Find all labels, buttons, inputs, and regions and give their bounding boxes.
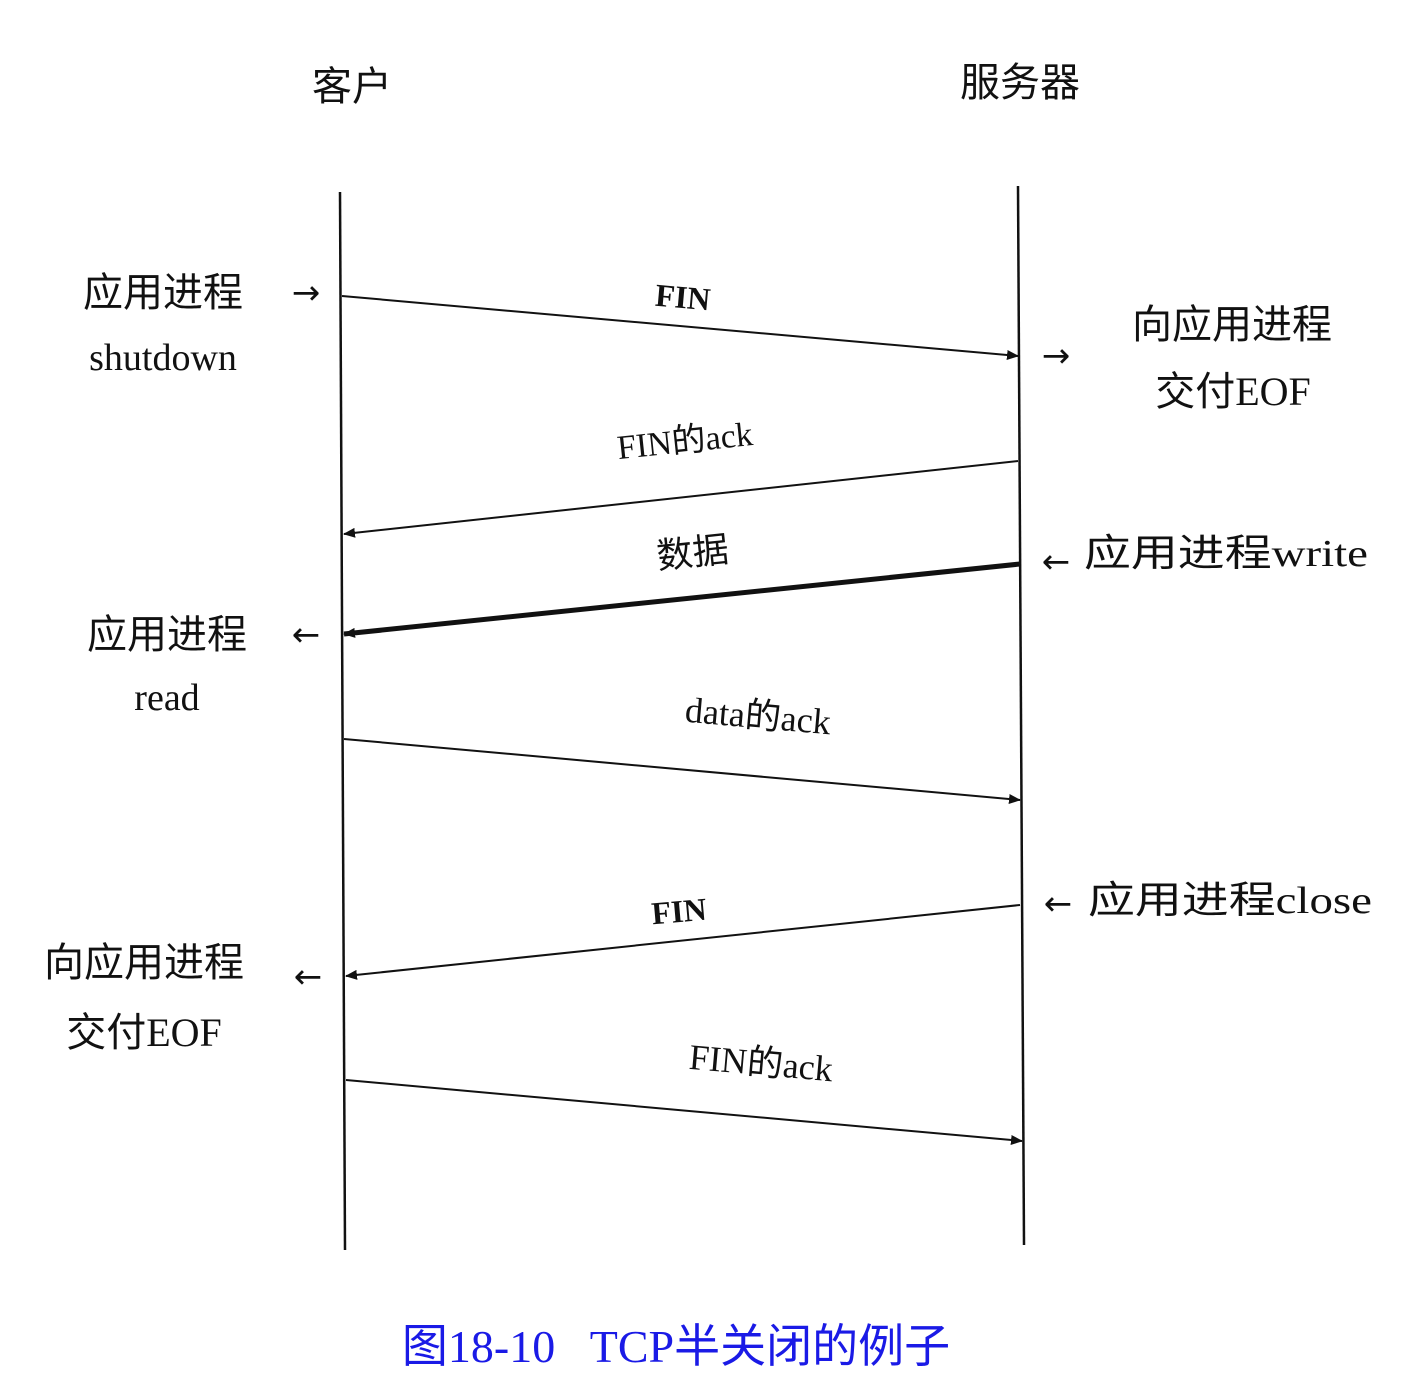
message-arrow-fin-ack-server [343,460,1019,538]
left-note-read-line1: 应用进程 [87,612,247,658]
right-arrow-left-2: ← [1044,884,1073,924]
client-header: 客户 [312,64,392,110]
right-note-eof-line1: 向应用进程 [1132,302,1332,348]
left-note-eof-line2: 交付EOF [66,1010,222,1055]
message-label-fin-ack-client: FIN的ack [688,1037,835,1089]
message-arrow-data-ack [343,738,1021,804]
left-note-shutdown-line1: 应用进程 [83,270,243,316]
left-arrow-left-2: ← [294,957,323,997]
message-arrow-fin-ack-client [345,1079,1023,1145]
left-note-eof-line1: 向应用进程 [44,940,244,986]
message-label-data-ack: data的ack [684,690,833,743]
message-label-fin-client: FIN [654,277,712,318]
left-arrow-right-1: → [292,273,321,313]
message-label-fin-ack-server: FIN的ack [615,415,754,467]
message-arrow-fin-server [345,904,1021,980]
right-note-eof-line2: 交付EOF [1155,369,1311,414]
message-label-fin-server: FIN [650,891,708,932]
figure-caption: 图18-10 TCP半关闭的例子 [402,1321,950,1372]
server-header: 服务器 [960,60,1080,106]
right-arrow-left-1: ← [1042,542,1071,582]
left-arrow-left-1: ← [292,615,321,655]
server-lifeline [1016,185,1026,1246]
left-note-shutdown-line2: shutdown [89,337,237,379]
message-label-data: 数据 [655,529,731,577]
left-note-read-line2: read [134,677,199,719]
message-arrow-data [343,561,1021,638]
client-lifeline [338,191,347,1251]
right-note-write: 应用进程write [1084,533,1368,575]
right-note-close: 应用进程close [1088,880,1372,922]
message-arrow-fin-client [341,295,1019,361]
right-arrow-right-1: → [1042,336,1071,376]
